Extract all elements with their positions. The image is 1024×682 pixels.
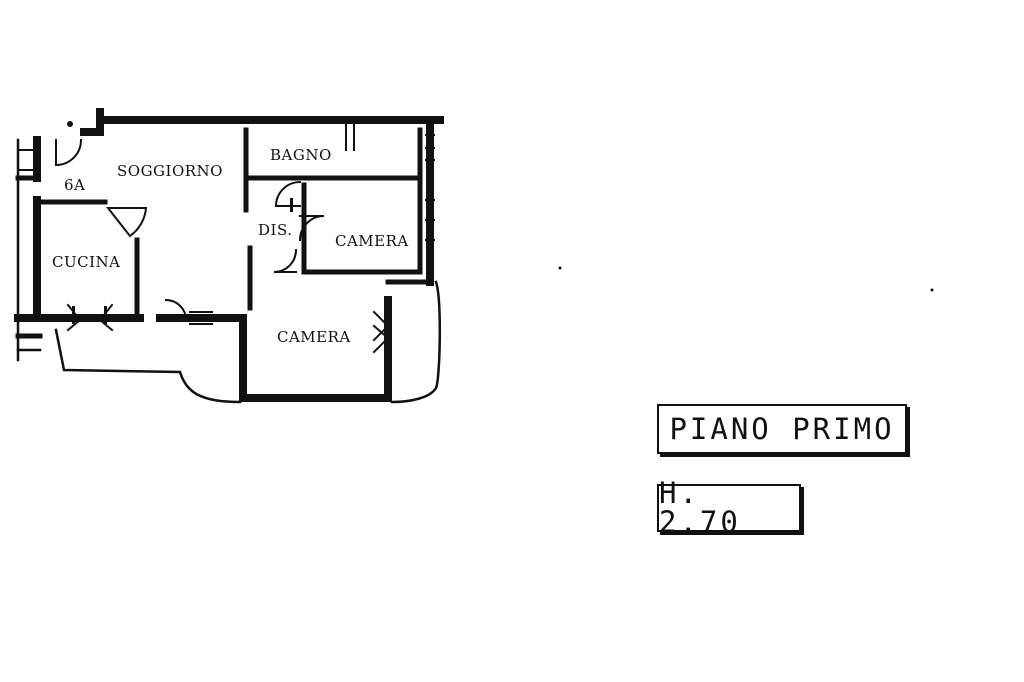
floor-label-box: PIANO PRIMO bbox=[657, 404, 907, 454]
floor-label: PIANO PRIMO bbox=[669, 411, 895, 446]
speck bbox=[930, 288, 934, 292]
height-label-box: H. 2.70 bbox=[657, 479, 801, 537]
balcony-outline bbox=[16, 138, 442, 404]
label-camera-bottom: CAMERA bbox=[277, 328, 351, 346]
label-cucina: CUCINA bbox=[52, 253, 120, 271]
label-entrance-code: 6A bbox=[64, 176, 85, 194]
light-fixture-icon bbox=[67, 121, 73, 127]
label-dis: DIS. bbox=[258, 221, 292, 239]
interior-walls bbox=[15, 127, 433, 339]
label-bagno: BAGNO bbox=[270, 146, 332, 164]
label-camera-top: CAMERA bbox=[335, 232, 409, 250]
fixtures bbox=[67, 121, 934, 324]
door-swings bbox=[55, 138, 390, 354]
window-marks bbox=[19, 123, 435, 325]
label-soggiorno: SOGGIORNO bbox=[117, 162, 223, 180]
height-label: H. 2.70 bbox=[659, 476, 741, 539]
door-jamb bbox=[104, 306, 107, 324]
speck bbox=[558, 266, 562, 270]
door-jamb bbox=[290, 198, 293, 212]
door-jamb bbox=[72, 306, 75, 324]
